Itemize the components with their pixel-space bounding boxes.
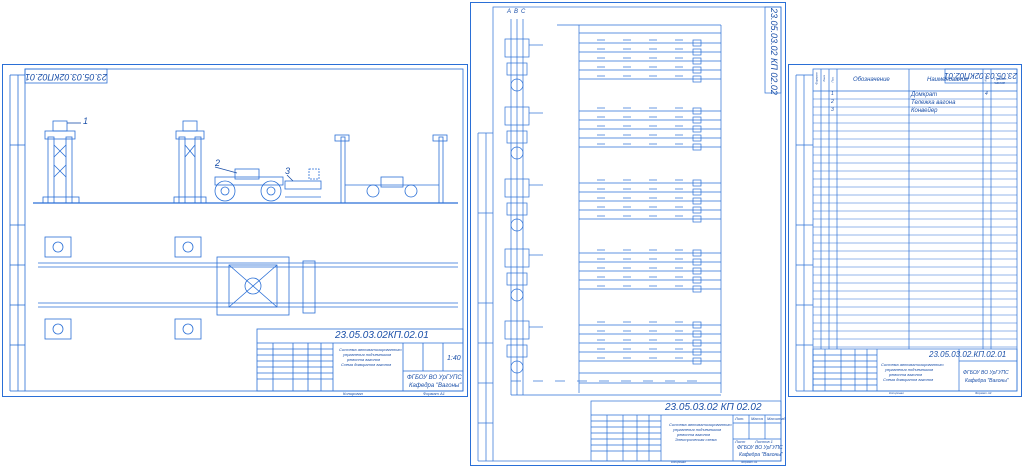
spec-row-1-pos: 1 (831, 91, 834, 97)
sheet1-graphics (9, 68, 464, 392)
sheet2-title-line-2: управления подъемником (673, 427, 722, 432)
phase-b-label: B (514, 9, 519, 15)
drawing-sheet-2[interactable]: A B C 23.05.03.02 КП 02.02 23.05.03.02 К… (470, 2, 786, 466)
sheet3-title-line-2: управления подъемником (885, 367, 934, 372)
sheet1-footer-right: Формат А1 (423, 391, 445, 396)
spec-header-pos: Поз. (830, 76, 835, 83)
sheet1-org: ФГБОУ ВО УрГУПС (407, 375, 462, 381)
spec-row-3-pos: 3 (831, 107, 834, 113)
drawing-sheet-1[interactable]: 23.05.03.02КП02.01 1 2 3 23.05.03.02КП.0… (2, 64, 468, 397)
sheet1-title-line-2: управления подъемником (343, 352, 392, 357)
sheet2-col-lit: Лит. (735, 416, 745, 421)
sheet1-title-line-4: Схема домкратов вагонов (341, 362, 392, 367)
drawing-sheet-3[interactable]: 23.05.03.02КП02.01 Формат Зона Поз. Обоз… (788, 64, 1022, 397)
sheet3-graphics (795, 68, 1018, 392)
sheet2-footer-right: Формат А1 (741, 460, 758, 464)
spec-header-designation: Обозначение (853, 77, 890, 83)
sheet2-rotated-code: 23.05.03.02 КП 02.02 (769, 8, 779, 95)
sheet1-scale: 1:40 (447, 355, 461, 362)
sheet1-rotated-code: 23.05.03.02КП02.01 (25, 72, 107, 82)
spec-header-name: Наименование (927, 77, 969, 83)
sheet1-title-line-1: Система автоматизированного (339, 347, 402, 352)
callout-1: 1 (83, 116, 89, 126)
sheet3-footer-right: Формат А4 (975, 391, 992, 395)
sheet2-graphics (477, 6, 782, 462)
sheet1-drawing-code: 23.05.03.02КП.02.01 (335, 330, 429, 341)
spec-row-1-qty: 4 (985, 91, 988, 97)
sheet3-dept: Кафедра "Вагоны" (965, 378, 1009, 384)
phase-c-label: C (521, 9, 526, 15)
phase-a-label: A (507, 9, 512, 15)
spec-row-1-name: Домкрат (911, 92, 938, 98)
spec-row-2-pos: 2 (831, 99, 834, 105)
sheet2-col-scale: Масштаб (767, 416, 786, 421)
sheet1-footer-left: Копировал (343, 391, 363, 396)
sheet2-col-mass: Масса (751, 416, 763, 421)
sheet3-drawing-code: 23.05.03.02.КП.02.01 (929, 350, 1007, 359)
sheet2-org: ФГБОУ ВО УрГУПС (737, 445, 783, 451)
sheet3-footer-left: Копировал (889, 391, 904, 395)
spec-header-qty: Кол. (983, 75, 988, 82)
sheet2-title-line-4: Электрическая схема (675, 437, 717, 442)
sheet3-title-line-4: Схема домкратов вагонов (883, 377, 934, 382)
spec-header-note: Приме-чание (994, 76, 1008, 85)
sheet2-drawing-code: 23.05.03.02 КП 02.02 (665, 402, 762, 413)
spec-header-format: Формат (814, 72, 819, 85)
sheet2-footer-left: Копировал (671, 460, 686, 464)
sheet2-sheets-label: Листов 1 (755, 439, 773, 444)
callout-2: 2 (215, 158, 221, 168)
sheet2-dept: Кафедра "Вагоны" (739, 452, 783, 458)
spec-row-3-name: Конвейер (911, 108, 938, 114)
spec-row-2-name: Тележка вагона (911, 100, 956, 106)
sheet3-org: ФГБОУ ВО УрГУПС (963, 370, 1009, 376)
sheet1-dept: Кафедра "Вагоны" (409, 383, 462, 389)
sheet1-title-line-3: ремонта вагонов (347, 357, 381, 362)
spec-header-zone: Зона (821, 75, 826, 82)
sheet3-title-line-3: ремонта вагонов (889, 372, 923, 377)
callout-3: 3 (285, 166, 291, 176)
sheet2-title-line-3: ремонта вагонов (677, 432, 711, 437)
sheet2-title-line-1: Система автоматизированного (669, 422, 732, 427)
sheet2-sheet-label: Лист (735, 439, 746, 444)
sheet3-title-line-1: Система автоматизированного (881, 362, 944, 367)
